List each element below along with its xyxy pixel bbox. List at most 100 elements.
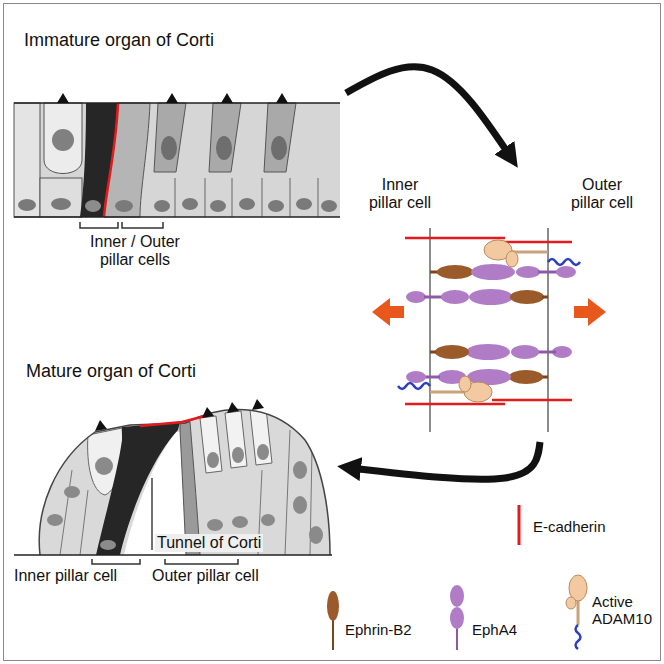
nucleus	[216, 136, 232, 160]
outer-hair-cell	[154, 103, 186, 172]
connector-group	[346, 67, 540, 480]
ephrin-b2	[542, 296, 548, 299]
hair-bundle	[57, 93, 69, 103]
cell-membrane	[429, 228, 431, 432]
illustration-panel: Mature organ of Corti	[12, 355, 337, 595]
legend-label: Ephrin-B2	[345, 621, 412, 638]
deiters-cell	[318, 178, 319, 217]
outer-hair-cell	[250, 408, 272, 465]
nucleus	[52, 129, 74, 151]
nucleus	[161, 136, 287, 160]
immature-organ	[14, 93, 340, 228]
adam10-sample	[566, 597, 576, 609]
hair-bundle	[166, 93, 178, 103]
nucleus	[64, 486, 80, 498]
ephrin-b2	[510, 290, 544, 304]
cell-layer	[14, 103, 340, 217]
epha4	[511, 345, 539, 359]
epha4	[538, 271, 558, 274]
adam10-sample	[577, 600, 580, 625]
nucleus	[154, 200, 170, 212]
nucleus	[321, 200, 337, 212]
epha4	[406, 371, 426, 383]
figure-frame	[4, 4, 661, 661]
outer-hair-cell	[200, 416, 222, 473]
nucleus	[309, 526, 323, 544]
adam10-stalk	[430, 391, 466, 394]
ephrin-b2	[430, 351, 436, 354]
illustration-panel: Inner pillar cellOuter pillar cell	[360, 172, 650, 440]
outer-pillar-cell	[104, 103, 150, 217]
hair-bundle	[276, 93, 288, 103]
hair-bundle	[57, 93, 288, 103]
epha4-sample	[450, 585, 464, 607]
nucleus	[268, 200, 284, 212]
nucleus	[232, 447, 244, 463]
deiters-cell	[175, 178, 176, 217]
hair-bundle	[95, 420, 107, 431]
hair-bundle	[221, 93, 233, 103]
leader-line	[151, 478, 152, 550]
epha4	[466, 344, 510, 360]
region-label: Tunnel of Corti	[155, 534, 263, 552]
adam10	[459, 376, 471, 392]
panel-heading: Immature organ of Corti	[24, 30, 214, 51]
outer-hair-cell	[200, 408, 272, 473]
outer-hair-cell	[225, 411, 247, 468]
epha4-sample	[456, 626, 458, 650]
nucleus	[207, 519, 223, 531]
curved-arrow	[346, 67, 510, 156]
nucleus	[293, 461, 307, 479]
outer-hair-cell	[209, 103, 241, 172]
supporting-cell	[14, 103, 40, 217]
organ-cells	[47, 408, 323, 555]
nucleus	[100, 540, 116, 550]
nucleus	[207, 452, 219, 468]
nucleus	[296, 198, 312, 210]
nucleus	[95, 457, 113, 475]
legend-label: EphA4	[472, 621, 517, 638]
ephrin-b2	[437, 265, 473, 279]
adam10-sample	[576, 625, 581, 649]
ephrin-b2-sample	[332, 620, 334, 650]
nucleus	[18, 199, 36, 211]
basilar-membrane	[14, 554, 332, 556]
cell-boundary	[80, 490, 88, 555]
epha4	[424, 296, 442, 299]
basilar-membrane	[14, 216, 340, 218]
nucleus	[182, 198, 198, 210]
hair-bundle	[202, 407, 214, 418]
deiters-cell	[205, 178, 206, 217]
ephrin-b2-sample	[327, 591, 339, 621]
hair-bundle	[95, 399, 264, 431]
epha4	[469, 289, 513, 305]
epha4	[406, 291, 426, 303]
hair-bundle	[227, 402, 239, 413]
epha4	[471, 264, 515, 280]
epha4	[441, 290, 469, 304]
epha4	[424, 376, 440, 379]
ephrin-b2	[509, 370, 543, 384]
nucleus	[261, 514, 275, 526]
direction-arrow	[574, 298, 606, 326]
nucleus	[85, 200, 101, 212]
legend-label: E-cadherin	[533, 518, 606, 535]
nucleus	[210, 200, 226, 212]
nucleus	[232, 516, 248, 528]
deiters-cell	[232, 178, 233, 217]
cell-membrane	[547, 228, 549, 432]
nucleus	[239, 198, 255, 210]
mature-organ	[14, 399, 332, 564]
e-cadherin-sample	[518, 505, 521, 545]
adam10-tail	[548, 259, 580, 265]
adam10-tail	[398, 383, 430, 389]
adam10	[506, 251, 518, 267]
nucleus	[271, 136, 287, 160]
cell-label: Outer pillar cell	[152, 567, 259, 585]
e-cadherin-line	[405, 238, 572, 404]
nucleus	[161, 136, 177, 160]
